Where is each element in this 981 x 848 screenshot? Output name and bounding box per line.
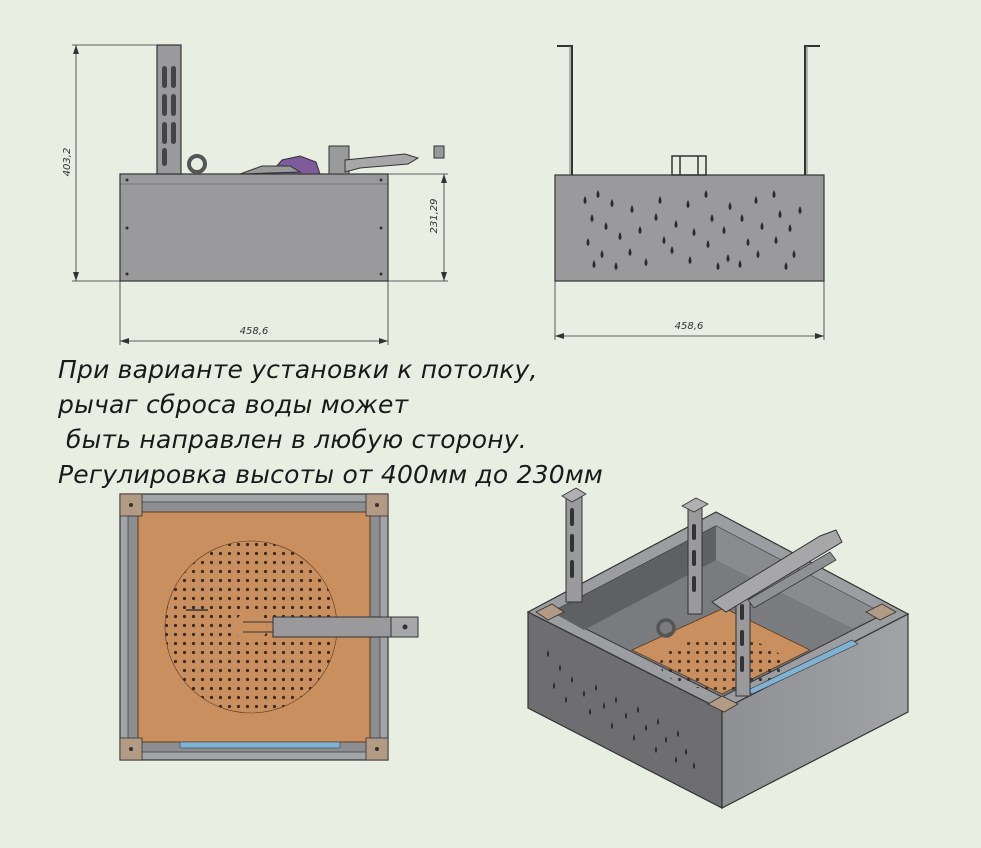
note-line-2: рычаг сброса воды может [58,390,409,419]
center-clip [671,155,707,176]
ring-handle [187,154,207,174]
note-line-3: быть направлен в любую сторону. [66,425,527,454]
top-view [119,493,419,761]
iso-ring [656,618,676,638]
right-hanger [804,45,820,175]
dim-side-width: 458,6 [675,321,704,332]
water-channel [179,741,341,749]
drop-perforation [583,190,802,270]
dim-front-width: 458,6 [240,326,269,337]
installation-note: При варианте установки к потолку, рычаг … [58,352,603,492]
dim-height-total: 403,2 [62,148,73,177]
height-bracket [156,44,182,175]
iso-drop-perforation [547,650,695,769]
dim-height-box: 231,29 [429,199,440,234]
side-view: 458,6 [554,45,825,340]
note-line-4: Регулировка высоты от 400мм до 230мм [58,460,603,489]
iso-lever [711,529,843,613]
left-hanger [557,45,573,175]
drain-lever [344,153,420,173]
front-box [119,173,389,282]
iso-view [526,487,910,809]
front-view: 403,2 231,29 458,6 [62,44,448,345]
note-line-1: При варианте установки к потолку, [58,355,538,384]
